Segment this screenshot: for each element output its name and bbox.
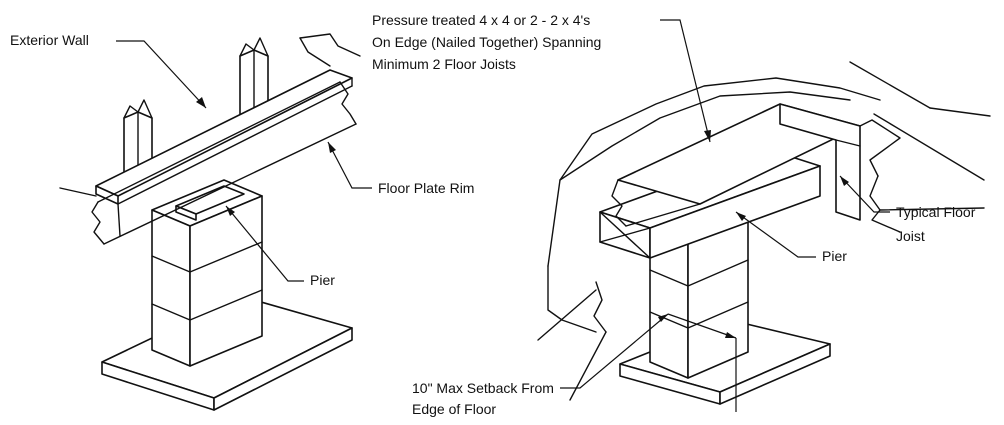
right-detail: Pressure treated 4 x 4 or 2 - 2 x 4's On… [372, 12, 991, 417]
left-sill-plate [95, 69, 353, 205]
exterior-wall-label: Exterior Wall [10, 32, 89, 48]
right-floor-outline [537, 77, 881, 401]
floor-plate-rim-label: Floor Plate Rim [378, 180, 474, 196]
joist-label-line2: Joist [896, 228, 925, 244]
left-pier [151, 179, 263, 367]
right-pier-label: Pier [822, 248, 847, 264]
beam-label-line1: Pressure treated 4 x 4 or 2 - 2 x 4's [372, 12, 590, 28]
left-labels: Exterior Wall Floor Plate Rim Pier [10, 32, 474, 288]
setback-label-line2: Edge of Floor [412, 401, 496, 417]
left-rim-beam [91, 81, 357, 245]
beam-label-line3: Minimum 2 Floor Joists [372, 56, 516, 72]
left-pier-label: Pier [310, 272, 335, 288]
right-joists [611, 61, 991, 233]
left-wall-break [59, 33, 361, 197]
beam-label-line2: On Edge (Nailed Together) Spanning [372, 34, 601, 50]
joist-label-line1: Typical Floor [896, 204, 976, 220]
setback-label-line1: 10" Max Setback From [412, 380, 554, 396]
left-detail: Exterior Wall Floor Plate Rim Pier [10, 32, 474, 411]
right-labels: Pressure treated 4 x 4 or 2 - 2 x 4's On… [372, 12, 976, 417]
